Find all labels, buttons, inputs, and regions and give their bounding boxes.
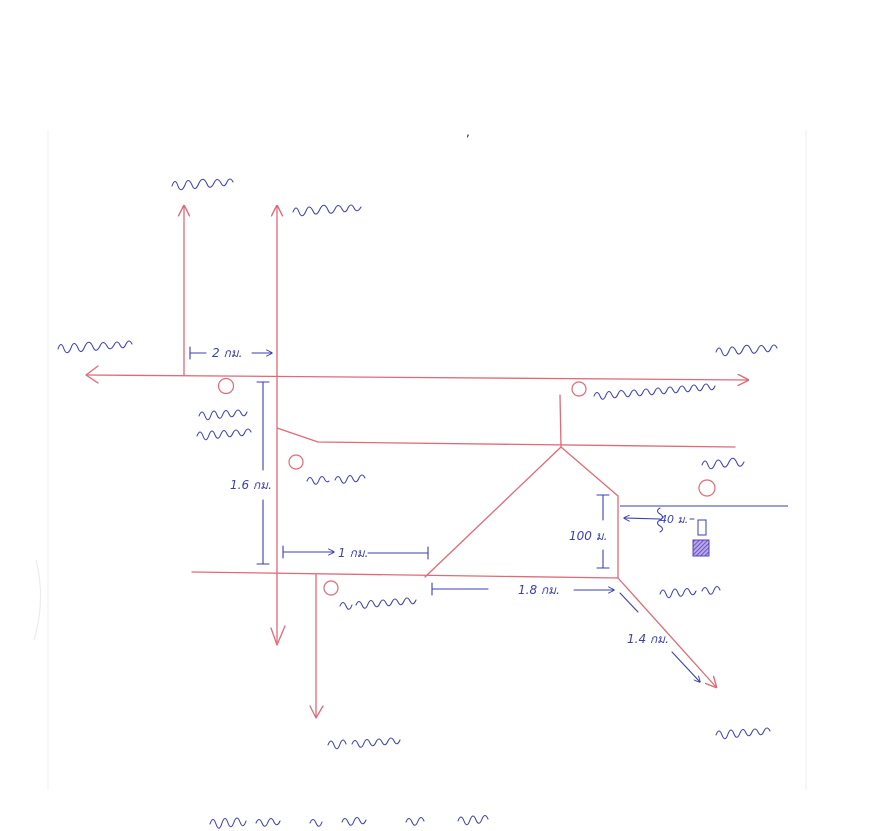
- dim-40m-line: [624, 518, 661, 519]
- target-house-hatched: [692, 539, 710, 557]
- label-village-top-scribble: [593, 383, 716, 400]
- road-southeast: [617, 577, 716, 687]
- distance-vertical: 1.6 กม.: [230, 478, 272, 492]
- roads: [85, 206, 748, 719]
- road-south-arrowhead: [309, 705, 324, 719]
- distance-1-4km: 1.4 กม.: [627, 632, 669, 646]
- east-landmark-marker: [698, 479, 716, 497]
- distance-north: 2 กม.: [212, 346, 242, 360]
- target-house-outline: [697, 519, 707, 536]
- label-north-left-scribble: [171, 178, 234, 191]
- scan-shadow-left: [33, 559, 42, 641]
- road-main-east-west: [87, 375, 748, 380]
- label-target-house-scribble: [659, 585, 721, 599]
- label-office-scribble-1: [198, 409, 248, 421]
- label-school-scribble: [339, 597, 417, 610]
- road-middle-branch: [276, 427, 736, 448]
- road-lower-horizontal: [191, 571, 619, 579]
- distance-100m: 100 ม.: [569, 529, 607, 543]
- label-health-center-scribble: [306, 474, 366, 485]
- label-house-mark-scribble: [656, 507, 664, 533]
- road-to-village-top: [559, 394, 562, 448]
- road-diagonal-se: [560, 446, 619, 579]
- road-diagonal-sw: [424, 446, 562, 578]
- dimension-lines: [189, 346, 700, 682]
- dim-1-4km-line-a: [619, 592, 639, 613]
- handwritten-labels: [57, 178, 778, 750]
- distance-40m: 40 ม.: [660, 513, 688, 526]
- village-top-marker: [571, 381, 587, 397]
- office-marker: [217, 377, 235, 395]
- stray-comma: ,: [466, 125, 470, 139]
- dim-1-4km-line-b: [671, 651, 700, 682]
- school-marker: [323, 580, 339, 596]
- distance-1-8km: 1.8 กม.: [518, 583, 560, 597]
- label-southeast-scribble: [715, 727, 771, 740]
- label-west-scribble: [57, 340, 133, 354]
- road-vertical-south-arrowhead: [270, 625, 286, 646]
- landmarks: [217, 377, 716, 596]
- label-office-scribble-2: [196, 428, 252, 441]
- distance-labels: 2 กม. 1.6 กม. 1 กม. 1.8 กม. 1.4 กม. 100 …: [212, 346, 688, 646]
- label-south-scribble: [327, 737, 401, 750]
- footer-caption-scribble: [209, 814, 489, 829]
- label-east-scribble: [715, 344, 778, 357]
- road-main-west-arrowhead: [85, 365, 99, 384]
- label-north-right-scribble: [292, 204, 362, 217]
- label-east-mid-scribble: [701, 457, 745, 470]
- distance-1km: 1 กม.: [338, 546, 368, 560]
- health-center-marker: [288, 454, 304, 470]
